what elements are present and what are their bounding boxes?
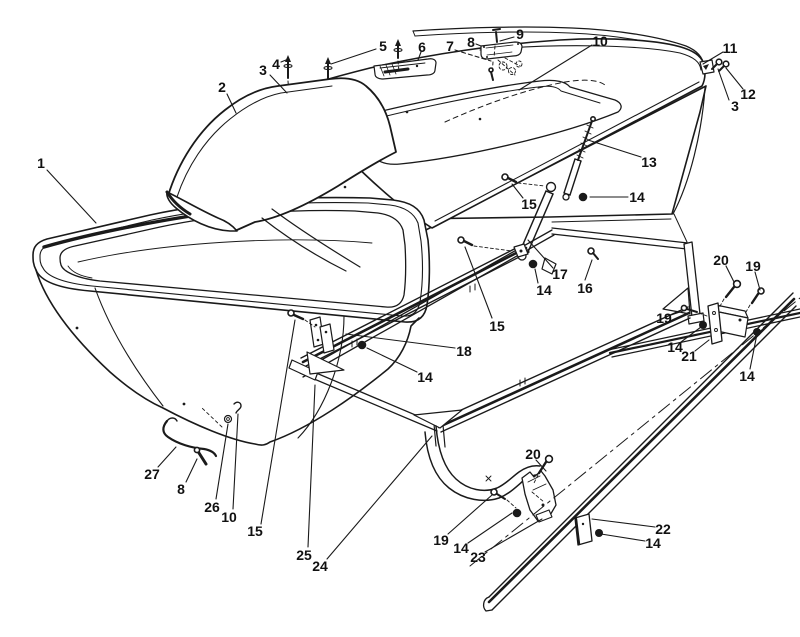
callout-label-13: 13 — [641, 154, 657, 170]
callout-leader-17 — [527, 239, 554, 269]
callout-label-15: 15 — [521, 196, 537, 212]
callout-label-26: 26 — [204, 499, 220, 515]
callout-leader-26 — [215, 423, 229, 500]
callout-label-14: 14 — [417, 369, 433, 385]
callout-label-20: 20 — [713, 252, 729, 268]
callout-leader-15 — [260, 319, 296, 525]
callout-leader-2 — [226, 93, 237, 114]
callout-leader-8 — [185, 458, 198, 483]
callout-leader-9 — [499, 36, 515, 42]
callout-leader-23 — [484, 518, 543, 553]
callout-label-19: 19 — [745, 258, 761, 274]
callout-leader-19 — [447, 494, 493, 535]
callout-label-19: 19 — [433, 532, 449, 548]
callout-label-18: 18 — [456, 343, 472, 359]
callout-label-9: 9 — [516, 26, 524, 42]
callout-label-15: 15 — [489, 318, 505, 334]
callout-leader-20 — [725, 265, 735, 283]
callout-leader-27 — [157, 446, 177, 468]
callout-label-16: 16 — [577, 280, 593, 296]
hopper-tub — [32, 196, 431, 466]
callout-label-4: 4 — [272, 56, 280, 72]
lid-screws — [283, 39, 403, 101]
callout-leader-7 — [454, 49, 492, 62]
callout-label-14: 14 — [667, 339, 683, 355]
callout-leader-14 — [366, 347, 418, 373]
support-frame — [287, 227, 705, 523]
callout-leader-8 — [475, 43, 482, 47]
callout-leader-22 — [591, 518, 656, 528]
callout-label-10: 10 — [592, 33, 608, 49]
callout-label-19: 19 — [656, 310, 672, 326]
callout-label-8: 8 — [467, 34, 475, 50]
callout-label-24: 24 — [312, 558, 328, 574]
callout-leader-6 — [417, 51, 422, 61]
callout-leader-14 — [534, 268, 539, 284]
callout-leader-3 — [717, 68, 730, 101]
callout-label-5: 5 — [379, 38, 387, 54]
callout-leader-19 — [670, 309, 687, 316]
callout-label-21: 21 — [681, 348, 697, 364]
callout-label-17: 17 — [552, 266, 568, 282]
callout-label-14: 14 — [739, 368, 755, 384]
callout-label-6: 6 — [418, 39, 426, 55]
callout-label-3: 3 — [259, 62, 267, 78]
callout-leader-10 — [232, 413, 239, 510]
callout-label-14: 14 — [453, 540, 469, 556]
callout-leader-11 — [702, 51, 724, 65]
callout-leader-14 — [680, 326, 702, 343]
callout-leader-18 — [345, 333, 456, 349]
callout-leader-25 — [307, 384, 316, 548]
callout-label-15: 15 — [247, 523, 263, 539]
corner-bracket — [699, 58, 730, 75]
callout-leader-21 — [694, 339, 710, 352]
callout-leader-24 — [326, 435, 433, 560]
callout-label-8: 8 — [177, 481, 185, 497]
callout-label-14: 14 — [536, 282, 552, 298]
callout-label-1: 1 — [37, 155, 45, 171]
callout-leader-4 — [280, 59, 287, 63]
callout-label-11: 11 — [723, 40, 738, 56]
dump-linkage — [457, 116, 599, 275]
callout-leader-10 — [518, 44, 593, 91]
lower-hardware — [162, 401, 242, 466]
callout-leader-3 — [269, 74, 288, 94]
callout-leader-13 — [587, 139, 642, 158]
callout-label-7: 7 — [446, 38, 454, 54]
callout-leader-14 — [467, 512, 513, 544]
callout-leader-15 — [464, 246, 493, 319]
callout-label-10: 10 — [221, 509, 237, 525]
callout-leader-15 — [511, 183, 524, 199]
mounting-rails — [469, 279, 800, 612]
discharge-chute — [165, 77, 397, 272]
callout-label-20: 20 — [525, 446, 541, 462]
callout-leader-20 — [535, 459, 547, 472]
callout-leader-14 — [749, 333, 758, 370]
callout-label-2: 2 — [218, 79, 226, 95]
callout-label-25: 25 — [296, 547, 312, 563]
callout-label-22: 22 — [655, 521, 671, 537]
callout-label-14: 14 — [629, 189, 645, 205]
callout-leader-16 — [584, 259, 593, 281]
callout-leader-12 — [725, 67, 744, 90]
callout-leader-1 — [46, 169, 97, 224]
callout-label-3: 3 — [731, 98, 739, 114]
callout-leader-19 — [754, 271, 761, 291]
callout-label-14: 14 — [645, 535, 661, 551]
callout-leader-14 — [600, 533, 646, 542]
callout-leader-5 — [330, 48, 377, 65]
callout-label-12: 12 — [740, 86, 756, 102]
callout-label-23: 23 — [470, 549, 486, 565]
callout-label-27: 27 — [144, 466, 160, 482]
